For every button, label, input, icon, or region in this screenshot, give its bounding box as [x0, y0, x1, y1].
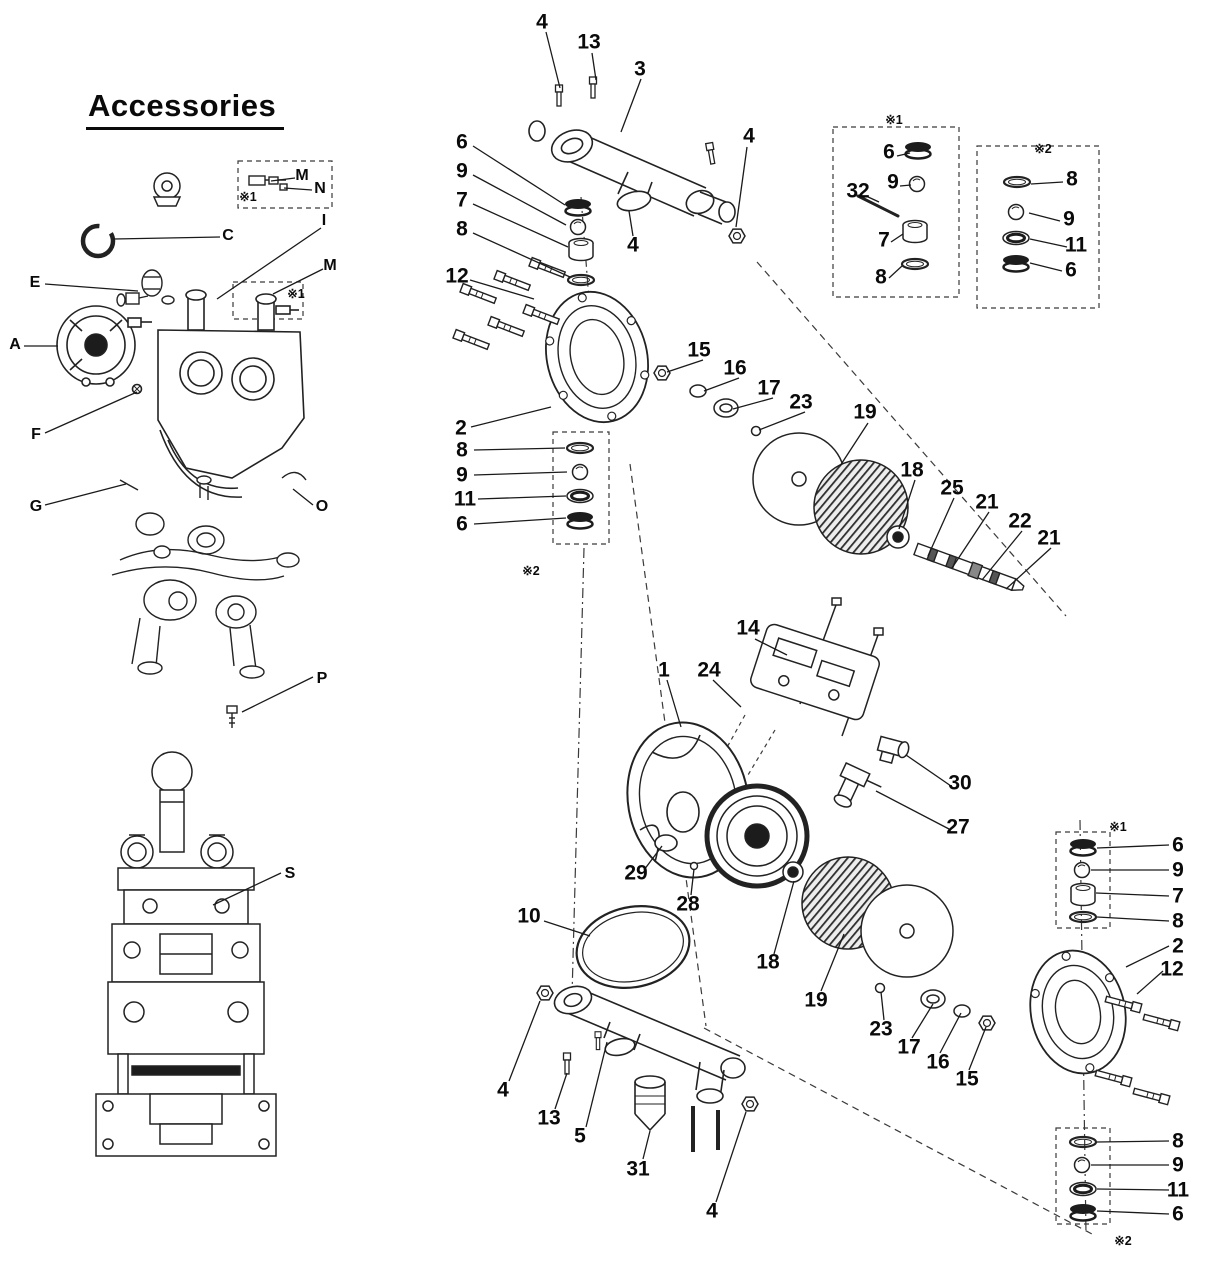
accessory-knob-drawing: [152, 172, 182, 207]
top-manifold-drawing: [528, 76, 746, 244]
muffler-plate-drawing: [750, 597, 884, 737]
left-parts-column-drawing: [565, 441, 595, 530]
bolt-p-drawing: [226, 705, 238, 728]
big-oring-drawing: [575, 905, 691, 989]
air-motor-bracket-drawing: [131, 289, 305, 498]
detail-box-2-drawing: [1001, 175, 1032, 273]
right-parts-column-top-drawing: [1068, 837, 1098, 924]
accessory-clip-drawing: [80, 223, 116, 259]
bottom-manifold-drawing: [536, 985, 759, 1152]
right-fluid-cap-drawing: [1029, 949, 1181, 1106]
pump-front-view-drawing: [95, 751, 277, 1157]
pump-quarter-view-drawing: [111, 471, 307, 679]
top-diaphragm-row-drawing: [653, 365, 910, 555]
accessories-title: Accessories: [86, 88, 285, 130]
detail-box-1-drawing: [856, 140, 933, 271]
center-diaphragm-drawing: [704, 783, 810, 889]
leader-lines: [24, 31, 1170, 1215]
shaft-drawing: [913, 542, 1025, 592]
construction-lines: [232, 126, 1111, 1235]
fittings-drawing: [833, 735, 910, 808]
bottom-diaphragm-row-drawing: [801, 856, 996, 1031]
left-fluid-cap-drawing: [452, 256, 650, 424]
air-valve-a-drawing: [56, 305, 152, 387]
accessory-muffler-e-drawing: [116, 269, 175, 307]
right-parts-column-bottom-drawing: [1068, 1135, 1098, 1222]
top-valve-stack-drawing: [563, 197, 596, 287]
accessory-fitting-mn-drawing: [248, 175, 288, 191]
